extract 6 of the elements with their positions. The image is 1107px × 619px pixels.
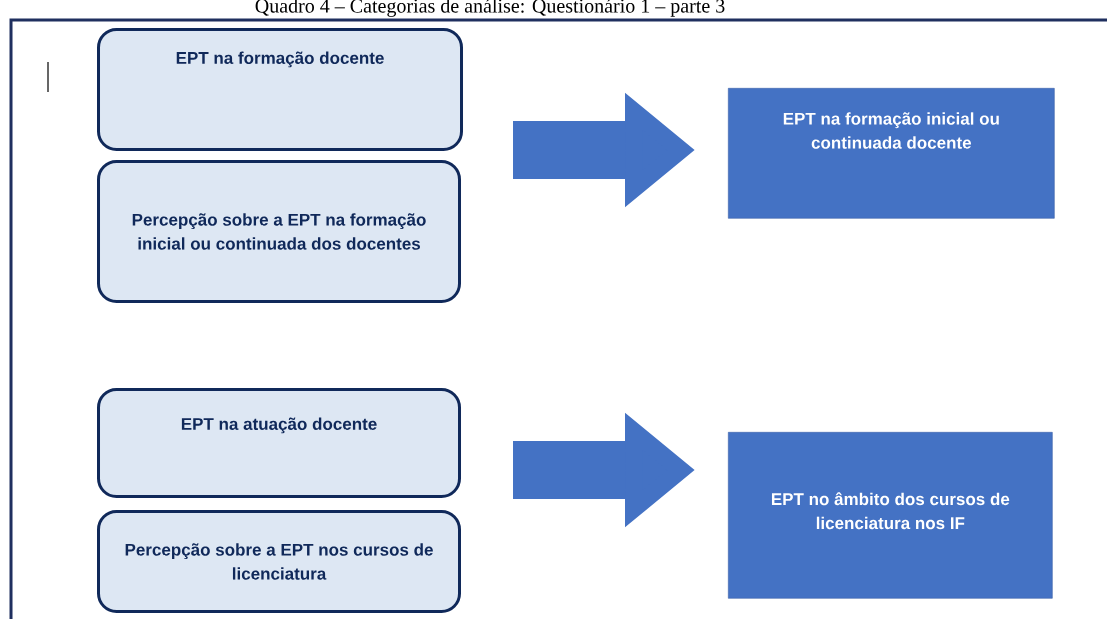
result-box: EPT na formação inicial ou continuada docente (728, 88, 1055, 219)
category-box: EPT na atuação docente (97, 388, 461, 498)
category-box: Percepção sobre a EPT nos cursos de licenciatura (97, 510, 461, 613)
result-box: EPT no âmbito dos cursos de licenciatura nos IF (728, 432, 1053, 599)
category-box: EPT na formação docente (97, 28, 463, 151)
category-box: Percepção sobre a EPT na formação inicial ou continuada dos docentes (97, 160, 461, 303)
